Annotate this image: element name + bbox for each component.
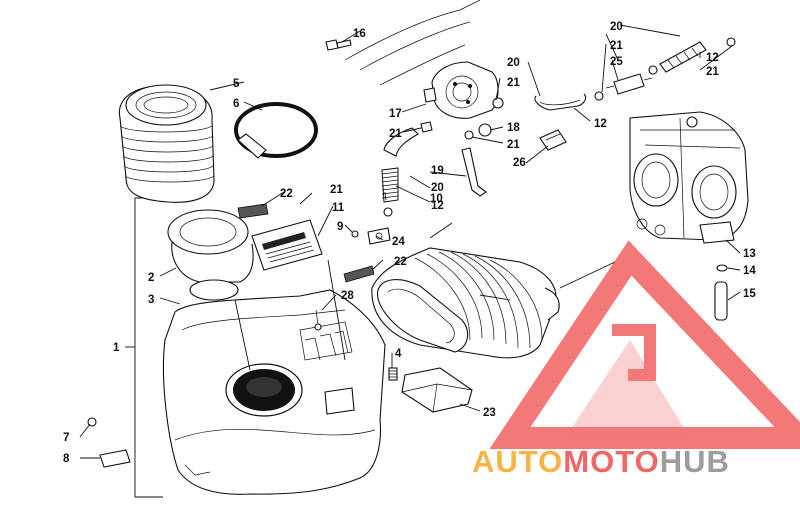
frame-outline [344, 0, 481, 86]
grommet-4 [388, 367, 398, 381]
watermark-hub: HUB [660, 444, 730, 479]
warning-label [251, 219, 323, 271]
callout-23: 23 [483, 407, 496, 419]
fuel-pump [423, 61, 499, 119]
clip-24 [367, 227, 391, 245]
callout-21e: 21 [610, 40, 623, 52]
callout-3: 3 [148, 294, 154, 306]
callout-20a: 20 [431, 182, 444, 194]
callout-20b: 20 [507, 57, 520, 69]
callout-21f: 21 [706, 66, 719, 78]
callout-21d: 21 [330, 184, 343, 196]
carburetor-assembly [629, 111, 749, 244]
callout-19: 19 [431, 165, 444, 177]
filler-neck [167, 209, 254, 301]
callout-12a: 12 [431, 200, 444, 212]
callout-labels: 1 2 3 4 5 6 7 8 9 10 11 12 12 12 12 13 1… [63, 21, 756, 465]
callout-14: 14 [743, 265, 756, 277]
callout-7: 7 [63, 432, 69, 444]
callout-9: 9 [337, 221, 343, 233]
screw-28 [314, 309, 322, 331]
callout-22a: 22 [280, 188, 293, 200]
callout-25: 25 [610, 56, 623, 68]
watermark-moto: MOTO [563, 444, 659, 479]
upper-fuel-hose [659, 41, 707, 73]
callout-2: 2 [148, 272, 154, 284]
callout-11: 11 [332, 202, 345, 214]
callout-20c: 20 [610, 21, 623, 33]
callout-21b: 21 [389, 128, 402, 140]
washer-9 [351, 230, 359, 238]
decal-strip-top [237, 203, 269, 219]
impulse-hose-spring [381, 127, 419, 217]
foam-pad [401, 367, 473, 413]
callout-16: 16 [353, 28, 366, 40]
callout-21c: 21 [507, 139, 520, 151]
callout-4: 4 [395, 348, 402, 360]
fuel-tank [162, 289, 386, 495]
callout-6: 6 [233, 98, 239, 110]
watermark-auto: AUTO [472, 444, 563, 479]
bolt-16 [325, 39, 352, 51]
callout-10: 10 [430, 193, 443, 205]
fuel-hoses [461, 93, 587, 197]
callout-12b: 12 [594, 118, 607, 130]
callout-24: 24 [392, 236, 405, 248]
svg-text:AUTOMOTOHUB: AUTOMOTOHUB [472, 444, 730, 479]
callout-18: 18 [507, 122, 520, 134]
hose-clip-26 [539, 129, 567, 151]
callout-13: 13 [743, 248, 756, 260]
drain-tube-15 [714, 281, 728, 321]
callout-12c: 12 [706, 52, 719, 64]
callout-28: 28 [341, 290, 354, 302]
group-bracket [125, 197, 163, 498]
fittings [420, 37, 736, 140]
callout-17: 17 [389, 108, 402, 120]
fuel-filter [605, 73, 653, 95]
drain-clamp-14 [716, 264, 728, 272]
callout-8: 8 [63, 453, 70, 465]
callout-26: 26 [513, 157, 526, 169]
watermark-wordmark: AUTOMOTOHUB [472, 444, 730, 479]
hose-clamp [234, 102, 318, 159]
callout-1: 1 [113, 342, 120, 354]
callout-5: 5 [233, 78, 240, 90]
bracket-8 [99, 449, 131, 468]
watermark-logo [489, 240, 800, 449]
callout-22b: 22 [394, 256, 407, 268]
air-intake-silencer [371, 247, 560, 359]
callout-21a: 21 [507, 77, 520, 89]
leader-lines [79, 24, 741, 459]
callout-15: 15 [743, 288, 756, 300]
bellows-boot [118, 84, 215, 203]
decal-strip-bottom [343, 265, 375, 283]
